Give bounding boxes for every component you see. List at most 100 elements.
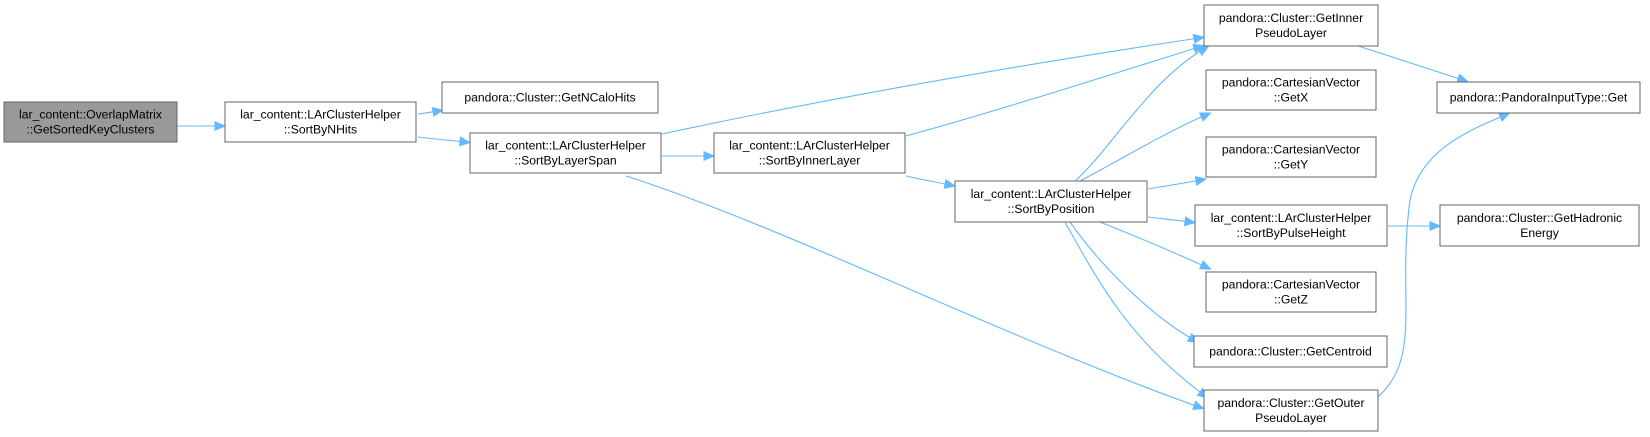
node-sortbypulseheight[interactable]: lar_content::LArClusterHelper::SortByPul… — [1194, 204, 1388, 247]
node-pandorainputtypeget[interactable]: pandora::PandoraInputType::Get — [1436, 81, 1641, 114]
edge-sortbyposition-to-getx — [1079, 112, 1212, 182]
node-box — [224, 101, 417, 143]
edge-sortbyposition-to-gety — [1147, 176, 1208, 190]
edge-line — [1064, 221, 1205, 396]
edge-line — [1147, 216, 1191, 223]
edge-line — [1074, 48, 1205, 182]
arrow-head — [1196, 45, 1210, 57]
arrow-head — [458, 136, 472, 147]
node-label-line: ::SortByLayerSpan — [514, 154, 616, 168]
edge-sortbyinnerlayer-to-getinnerpseudolayer — [905, 43, 1205, 137]
arrow-head — [703, 150, 716, 162]
node-label-line: ::GetSortedKeyClusters — [26, 123, 154, 137]
node-label-line: pandora::CartesianVector — [1222, 143, 1360, 157]
arrow-head — [1497, 112, 1511, 122]
edge-getsortedkeyclusters-to-sortbynhits — [177, 120, 227, 132]
node-sortbyposition[interactable]: lar_content::LArClusterHelper::SortByPos… — [954, 180, 1148, 223]
arrow-head — [1456, 73, 1469, 84]
node-box — [1203, 389, 1379, 432]
nodes-layer: lar_content::OverlapMatrix::GetSortedKey… — [3, 4, 1641, 432]
node-label-line: pandora::Cluster::GetCentroid — [1209, 345, 1372, 359]
node-label-line: ::SortByInnerLayer — [759, 154, 861, 168]
edge-line — [1079, 114, 1207, 182]
node-box — [1205, 271, 1377, 313]
edge-sortbypulseheight-to-gethadronicenergy — [1388, 220, 1442, 232]
edge-sortbylayerspan-to-getouterpseudolayer — [625, 175, 1205, 410]
node-sortbylayerspan[interactable]: lar_content::LArClusterHelper::SortByLay… — [469, 132, 662, 174]
arrow-head — [1183, 216, 1197, 227]
arrow-head — [1198, 260, 1212, 270]
edge-line — [905, 175, 951, 186]
node-label-line: lar_content::OverlapMatrix — [19, 108, 162, 122]
node-box — [3, 101, 178, 143]
edge-sortbyposition-to-getouterpseudolayer — [1064, 221, 1210, 399]
node-label-line: ::GetY — [1274, 158, 1309, 172]
node-label-line: pandora::Cluster::GetInner — [1219, 11, 1363, 25]
node-sortbynhits[interactable]: lar_content::LArClusterHelper::SortByNHi… — [224, 101, 417, 143]
node-box — [1205, 136, 1377, 178]
edge-line — [661, 37, 1200, 135]
node-label-line: lar_content::LArClusterHelper — [1211, 211, 1372, 225]
node-label-line: lar_content::LArClusterHelper — [971, 187, 1132, 201]
node-label-line: pandora::CartesianVector — [1222, 76, 1360, 90]
node-label-line: lar_content::LArClusterHelper — [240, 108, 401, 122]
node-box — [713, 132, 906, 174]
node-box — [1439, 204, 1640, 247]
node-label-line: PseudoLayer — [1255, 26, 1327, 40]
node-getncalohits[interactable]: pandora::Cluster::GetNCaloHits — [441, 81, 659, 114]
node-label-line: lar_content::LArClusterHelper — [729, 139, 890, 153]
edge-line — [1357, 114, 1506, 412]
edge-sortbylayerspan-to-sortbyinnerlayer — [661, 150, 716, 162]
node-label-line: ::GetZ — [1274, 293, 1308, 307]
node-sortbyinnerlayer[interactable]: lar_content::LArClusterHelper::SortByInn… — [713, 132, 906, 174]
arrow-head — [1198, 112, 1212, 122]
edge-sortbyposition-to-getinnerpseudolayer — [1074, 45, 1210, 182]
edge-sortbynhits-to-sortbylayerspan — [417, 136, 472, 147]
arrow-head — [214, 120, 227, 132]
node-box — [954, 180, 1148, 223]
node-label-line: ::GetX — [1274, 91, 1309, 105]
edge-sortbyposition-to-getz — [1099, 221, 1212, 270]
node-label-line: ::SortByPulseHeight — [1236, 226, 1346, 240]
node-label-line: lar_content::LArClusterHelper — [485, 139, 646, 153]
arrow-head — [1194, 176, 1208, 186]
node-getsortedkeyclusters: lar_content::OverlapMatrix::GetSortedKey… — [3, 101, 178, 143]
node-label-line: PseudoLayer — [1255, 411, 1327, 425]
arrow-head — [1429, 220, 1442, 232]
edge-line — [1357, 45, 1464, 81]
edge-sortbyposition-to-sortbypulseheight — [1147, 216, 1197, 227]
node-label-line: pandora::Cluster::GetHadronic — [1457, 211, 1622, 225]
arrow-head — [1192, 33, 1206, 44]
node-label-line: Energy — [1520, 226, 1560, 240]
node-box — [441, 81, 659, 114]
node-box — [1436, 81, 1641, 114]
edge-line — [905, 46, 1200, 137]
node-getx[interactable]: pandora::CartesianVector::GetX — [1205, 69, 1377, 111]
node-getz[interactable]: pandora::CartesianVector::GetZ — [1205, 271, 1377, 313]
edge-sortbyposition-to-getcentroid — [1069, 221, 1200, 344]
node-getcentroid[interactable]: pandora::Cluster::GetCentroid — [1193, 335, 1388, 368]
arrow-head — [1192, 400, 1205, 410]
node-label-line: pandora::Cluster::GetOuter — [1218, 396, 1365, 410]
node-label-line: pandora::Cluster::GetNCaloHits — [464, 91, 635, 105]
edge-line — [1099, 221, 1207, 268]
node-label-line: pandora::CartesianVector — [1222, 278, 1360, 292]
edge-line — [625, 175, 1200, 408]
node-label-line: ::SortByNHits — [284, 123, 357, 137]
arrow-head — [943, 178, 957, 189]
edges-layer — [177, 33, 1511, 412]
edge-sortbylayerspan-to-getinnerpseudolayer — [661, 33, 1206, 135]
edge-line — [417, 136, 466, 143]
edge-getinnerpseudolayer-to-pandorainputtypeget — [1357, 45, 1469, 84]
edge-line — [1147, 179, 1202, 190]
node-gety[interactable]: pandora::CartesianVector::GetY — [1205, 136, 1377, 178]
edge-sortbyinnerlayer-to-sortbyposition — [905, 175, 957, 189]
node-box — [1193, 335, 1388, 368]
node-label-line: pandora::PandoraInputType::Get — [1450, 91, 1628, 105]
node-box — [1203, 4, 1379, 47]
node-label-line: ::SortByPosition — [1008, 202, 1095, 216]
